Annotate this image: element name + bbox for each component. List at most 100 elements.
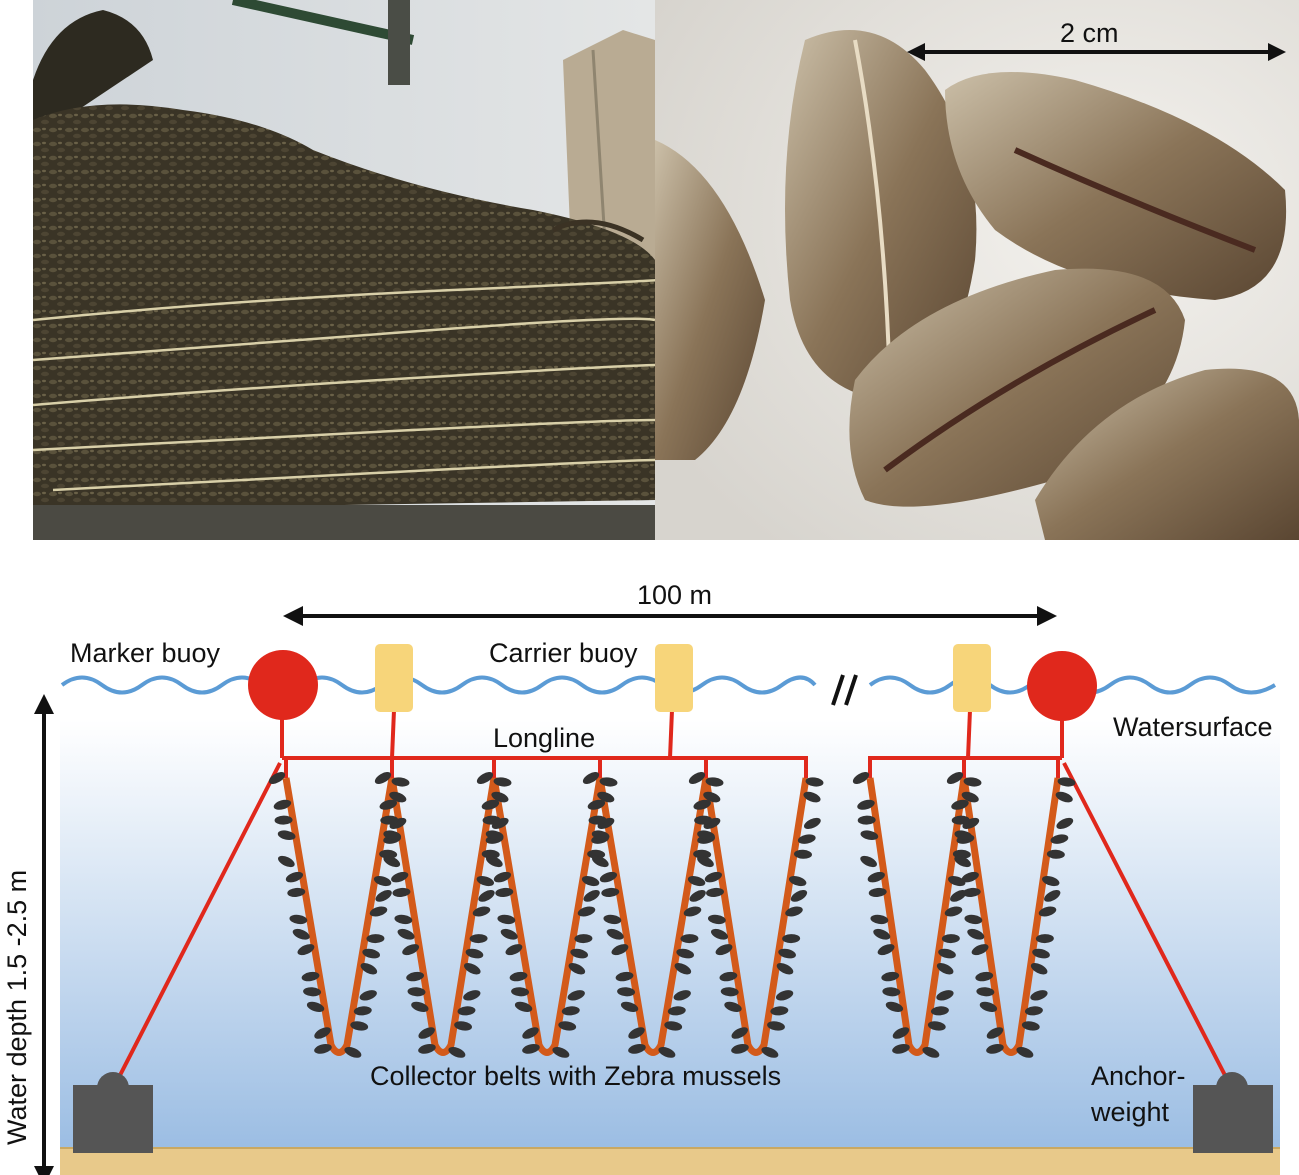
mussel <box>587 849 606 859</box>
mussel <box>922 1046 940 1058</box>
mussel <box>706 887 724 898</box>
mussel <box>454 1021 472 1031</box>
mussel <box>870 914 889 925</box>
collector-belt-5 <box>866 777 968 1056</box>
carrier-buoy-label: Carrier buoy <box>489 638 638 668</box>
mussel <box>297 944 315 956</box>
mussel <box>570 948 588 959</box>
mussel <box>561 1006 580 1016</box>
mussel <box>379 849 398 859</box>
anchor-weight-right <box>1193 1072 1273 1153</box>
mussel <box>776 962 794 975</box>
mussel <box>1057 777 1076 787</box>
mussel <box>950 890 967 902</box>
mussel <box>664 1021 683 1031</box>
mussel <box>497 914 516 925</box>
mussel <box>703 791 721 803</box>
mussel <box>954 855 971 868</box>
mussel <box>581 875 600 887</box>
mussel <box>292 928 310 940</box>
longline-diagram <box>34 606 1280 1175</box>
mussel <box>606 928 624 940</box>
mussel <box>857 799 875 810</box>
mussel <box>961 791 979 803</box>
mussel <box>707 914 726 925</box>
mussel <box>457 1006 476 1016</box>
mussel <box>1021 1021 1040 1031</box>
mussel <box>720 987 739 997</box>
mussel <box>391 871 409 883</box>
mussel <box>588 815 607 825</box>
mussel <box>658 1046 676 1058</box>
mussel <box>788 875 807 887</box>
zebra-mussel-photo: 2 cm <box>655 0 1299 540</box>
mussel-clusters <box>268 772 1076 1058</box>
mussel <box>463 990 481 1001</box>
mussel <box>867 871 885 883</box>
mussel <box>892 1044 910 1054</box>
mussel <box>314 1027 331 1039</box>
mussel <box>944 906 963 917</box>
mussel <box>552 1046 570 1058</box>
mussel <box>582 772 600 784</box>
mussel <box>567 990 585 1001</box>
mussel <box>1056 817 1074 829</box>
mussel <box>303 987 322 997</box>
mussel <box>268 772 286 784</box>
mussel <box>930 1006 949 1016</box>
mussel <box>509 971 528 982</box>
marker-buoy-right <box>1027 651 1097 721</box>
marker-buoy-label: Marker buoy <box>70 638 221 668</box>
mussel <box>877 944 895 956</box>
mussel <box>469 934 488 944</box>
mussel <box>767 1021 785 1031</box>
mussel <box>731 1044 749 1054</box>
break-symbol <box>831 674 858 706</box>
collector-belt-3 <box>596 777 710 1056</box>
mussel <box>273 799 292 810</box>
mussel <box>277 830 296 840</box>
mussel <box>688 772 706 784</box>
mussel <box>306 1001 325 1012</box>
mussel <box>359 990 377 1001</box>
mussel <box>794 849 812 859</box>
mussel <box>761 1046 779 1058</box>
mussel <box>697 830 715 840</box>
watersurface-label: Watersurface <box>1113 712 1273 742</box>
mussel <box>482 815 501 825</box>
mussel <box>628 1027 645 1039</box>
mussel <box>514 1001 533 1012</box>
mussel <box>493 871 512 883</box>
mussel <box>803 791 821 803</box>
mussel <box>693 799 711 810</box>
mussel <box>287 887 306 898</box>
mussel <box>599 777 618 787</box>
mussel <box>568 962 586 975</box>
mussel <box>1024 1006 1043 1016</box>
break-symbol-label: // <box>818 666 833 693</box>
mussel <box>961 871 979 883</box>
mussel <box>603 914 622 925</box>
mussel <box>418 1027 435 1039</box>
mussel <box>770 1006 789 1016</box>
mussel <box>938 948 956 959</box>
mussel <box>591 830 610 840</box>
mussel <box>577 906 596 917</box>
mussel <box>1035 934 1054 944</box>
mussel <box>402 944 420 956</box>
mussel <box>481 849 500 859</box>
mussel <box>882 987 901 997</box>
mussel <box>615 971 634 982</box>
depth-arrow <box>34 694 54 1175</box>
mussel <box>392 887 411 898</box>
mussel <box>1050 834 1069 844</box>
mussel <box>687 875 706 887</box>
mussel <box>375 890 392 902</box>
mussel <box>967 928 985 940</box>
mussel <box>927 1021 946 1031</box>
mussel <box>790 890 808 902</box>
collector-belt-4 <box>702 777 810 1056</box>
collector-belt-0 <box>282 777 396 1056</box>
mussel <box>705 777 724 787</box>
mussel <box>936 990 954 1001</box>
